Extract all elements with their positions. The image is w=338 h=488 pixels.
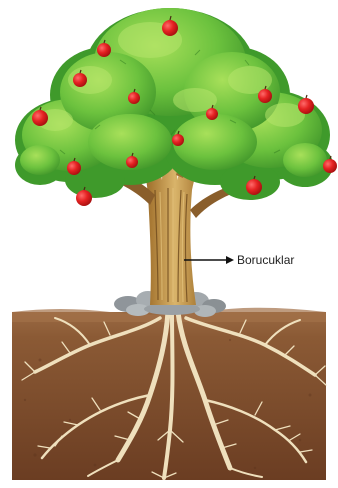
- arrow-head-icon: [226, 256, 234, 264]
- tubes-label: Borucuklar: [237, 253, 294, 267]
- tubes-callout: Borucuklar: [184, 253, 294, 267]
